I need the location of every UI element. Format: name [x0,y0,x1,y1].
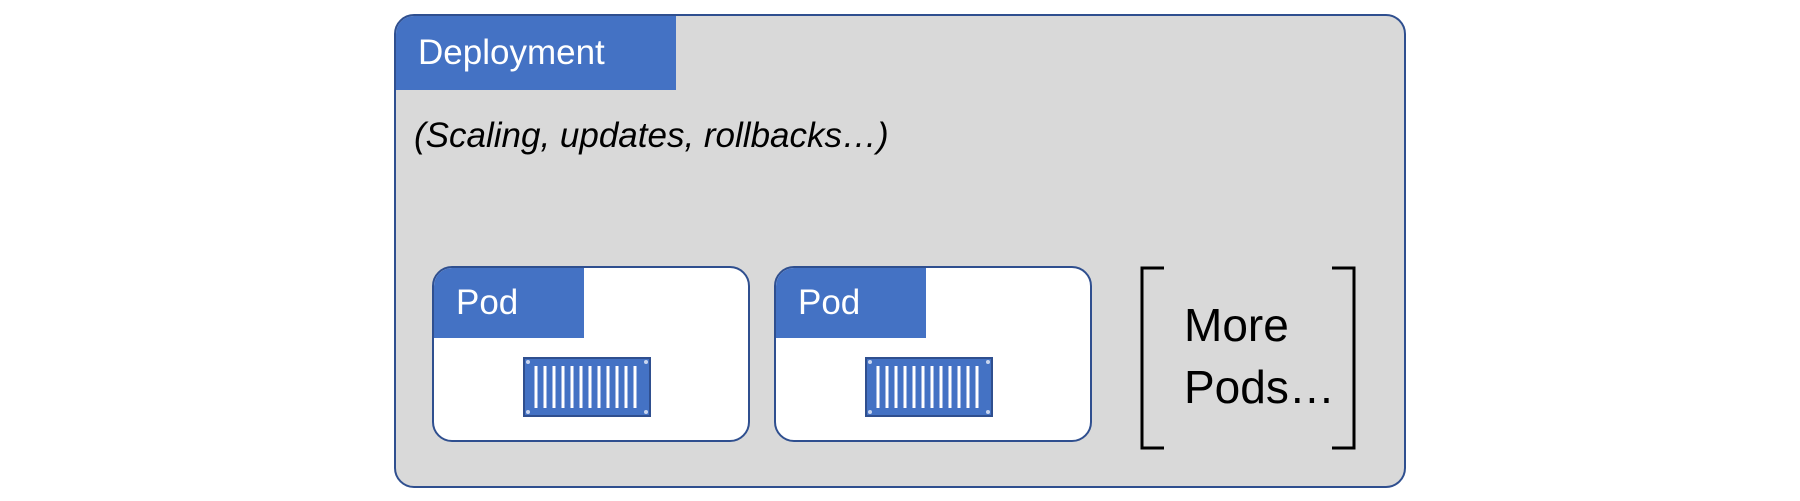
more-pods-label: More Pods… [1184,294,1335,418]
container-icon [865,357,993,417]
deployment-subtitle: (Scaling, updates, rollbacks…) [414,116,889,155]
bracket-shape [1140,266,1356,450]
container-icon [523,357,651,417]
more-pods-line1: More [1184,299,1289,351]
deployment-title: Deployment [396,16,676,90]
more-pods-line2: Pods… [1184,361,1335,413]
pod-label: Pod [776,268,926,338]
more-pods-bracket: More Pods… [1138,266,1358,450]
pod-box: Pod [774,266,1092,442]
pod-box: Pod [432,266,750,442]
pod-label: Pod [434,268,584,338]
deployment-box: Deployment (Scaling, updates, rollbacks…… [394,14,1406,488]
